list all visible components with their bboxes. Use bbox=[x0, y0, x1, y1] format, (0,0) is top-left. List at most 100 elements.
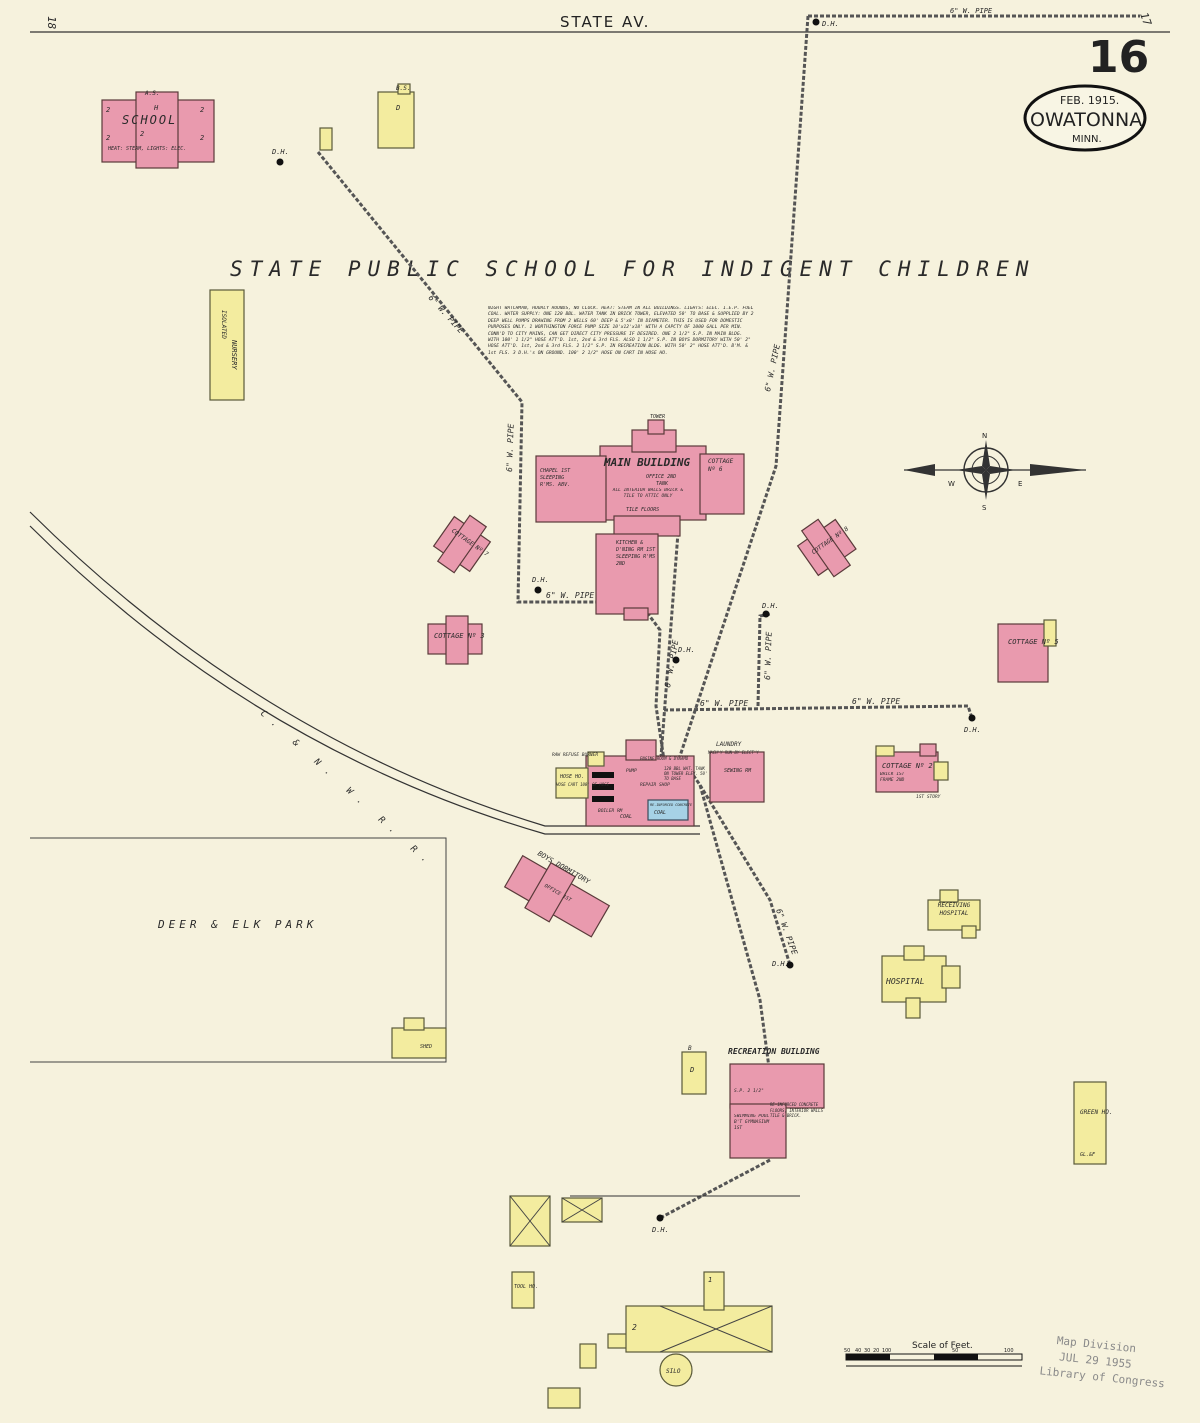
hydrant-label-6: D.H. bbox=[963, 726, 981, 734]
hydrant-6 bbox=[968, 714, 976, 722]
cartouche-state: MINN. bbox=[1072, 134, 1102, 145]
cottage-2-note: BRICK 1ST FRAME 2ND bbox=[880, 772, 905, 783]
cottage-2: COTTAGE Nº 2 BRICK 1ST FRAME 2ND 1ST STO… bbox=[875, 743, 949, 800]
scale-tick-10: 10 bbox=[882, 1348, 888, 1354]
hydrant-7 bbox=[786, 961, 794, 969]
cottage-2-label: COTTAGE Nº 2 bbox=[882, 762, 933, 770]
sheet-number: 16 bbox=[1088, 32, 1149, 83]
store-label: RE-INFORCED CONCRETE bbox=[650, 803, 693, 807]
park-shed-label: SHED bbox=[420, 1044, 432, 1050]
hydrant-label-1: D.H. bbox=[271, 148, 289, 156]
south-outbuildings: TOOL HO. bbox=[509, 1195, 631, 1409]
cartouche-date: FEB. 1915. bbox=[1060, 94, 1119, 107]
main-center-note: ALL INTERIOR WALLS BRICK & TILE TO ATTIC… bbox=[612, 488, 684, 499]
scale-tick-40: 40 bbox=[855, 1348, 861, 1354]
compass-arrow-tail bbox=[904, 464, 935, 476]
nursery-label: NURSERY bbox=[230, 339, 238, 370]
city-cartouche: FEB. 1915. OWATONNA MINN. bbox=[1023, 84, 1147, 152]
hospital: HOSPITAL bbox=[881, 945, 961, 1019]
laundry-floor-2: SEWING RM bbox=[724, 768, 752, 774]
main-building-label: MAIN BUILDING bbox=[603, 456, 690, 469]
cartouche-city: OWATONNA bbox=[1030, 109, 1142, 131]
school-note: HEAT: STEAM, LIGHTS: ELEC. bbox=[107, 146, 186, 152]
cottage-3: COTTAGE Nº 3 bbox=[427, 615, 485, 665]
hydrant-label-7: D.H. bbox=[771, 960, 789, 968]
recreation-note-box: RE-INFORCED CONCRETE FLOORS, INTERIOR WA… bbox=[770, 1102, 823, 1118]
small-shed-north bbox=[319, 127, 333, 151]
main-office-label: OFFICE 2ND bbox=[646, 474, 676, 480]
hose-house-label: HOSE HO. bbox=[559, 774, 584, 780]
compass-north: N bbox=[982, 432, 987, 440]
tool-house-label: TOOL HO. bbox=[514, 1284, 538, 1290]
fire-protection-note: NIGHT WATCHMAN, HOURLY ROUNDS, NO CLOCK.… bbox=[488, 306, 754, 356]
coal-label: COAL bbox=[620, 814, 632, 820]
nursery-prefix: ISOLATED bbox=[220, 310, 227, 339]
school-building: SCHOOL HEAT: STEAM, LIGHTS: ELEC. A.S. H… bbox=[101, 90, 215, 169]
school-mark-2: H bbox=[153, 104, 159, 112]
recreation-note: RE-INFORCED CONCRETE FLOORS, INTERIOR WA… bbox=[770, 1102, 823, 1118]
green-house: GREEN HO. GL.&F bbox=[1073, 1081, 1113, 1165]
cottage-5: COTTAGE Nº 5 bbox=[997, 619, 1059, 683]
boiler-room-label: BOILER RM bbox=[598, 808, 623, 814]
school-mark-3: 2 bbox=[106, 106, 110, 114]
tank-note-box: 120 BBL WAT. TANK ON TOWER ELEV. 50' TO … bbox=[664, 766, 708, 781]
main-tower-label: TOWER bbox=[650, 414, 665, 420]
cottage-3-label: COTTAGE Nº 3 bbox=[434, 632, 485, 640]
pipe-school-main bbox=[316, 151, 598, 604]
pump-label: PUMP bbox=[626, 768, 637, 774]
shed-x-3 bbox=[547, 1387, 581, 1409]
recreation-label: RECREATION BUILDING bbox=[728, 1047, 820, 1056]
school-mark-5: 2 bbox=[140, 130, 144, 138]
laundry-label: LAUNDRY bbox=[716, 741, 742, 748]
cottage-5-label: COTTAGE Nº 5 bbox=[1008, 638, 1059, 646]
shed-small-2 bbox=[579, 1343, 597, 1369]
small-barn-mark-2: D bbox=[689, 1066, 694, 1074]
main-tank-label: TANK bbox=[656, 481, 669, 487]
main-wing-right-box: COTTAGE Nº 6 bbox=[708, 458, 733, 473]
receiving-hospital-box: RECEIVING HOSPITAL bbox=[938, 902, 971, 917]
school-mark-4: 2 bbox=[200, 106, 204, 114]
scale-title: Scale of Feet. bbox=[912, 1341, 973, 1351]
pipe-recreation-hydrant bbox=[659, 1158, 771, 1220]
compass-rose: N S E W bbox=[904, 432, 1086, 512]
pipe-label-2: 6" W. PIPE bbox=[505, 423, 516, 472]
scale-tick-20: 20 bbox=[873, 1348, 879, 1354]
green-house-mark: GL.&F bbox=[1080, 1152, 1096, 1158]
hydrant-label-4: D.H. bbox=[677, 646, 695, 654]
hose-house-note: HOSE CART 100' OF HOSE bbox=[555, 782, 610, 787]
laundry-note: MACH'Y RUN BY ELECT'Y bbox=[707, 750, 759, 755]
street-label: STATE AV. bbox=[560, 13, 650, 31]
park-shed: SHED bbox=[391, 1017, 447, 1059]
recreation-pool-box: SWIMMING POOL B'T GYMNASIUM 1ST bbox=[734, 1114, 769, 1131]
hydrant-4 bbox=[672, 656, 680, 664]
scale-tick-50b: 50 bbox=[952, 1348, 958, 1354]
compass-east: E bbox=[1018, 480, 1022, 488]
compass-arrow-head bbox=[1030, 464, 1086, 476]
corner-mark-right: 17 bbox=[1137, 11, 1154, 28]
pipe-label-9: 6" W. PIPE bbox=[852, 697, 900, 706]
pipe-label-5: 6" W. PIPE bbox=[950, 7, 993, 15]
large-barn-mark-1: 1 bbox=[708, 1276, 712, 1284]
tank-note: 120 BBL WAT. TANK ON TOWER ELEV. 50' TO … bbox=[664, 766, 708, 781]
small-barn: B D bbox=[681, 1045, 707, 1095]
school-label: SCHOOL bbox=[122, 113, 177, 127]
green-house-label: GREEN HO. bbox=[1080, 1109, 1113, 1116]
scale-tick-100: 100 bbox=[1004, 1348, 1014, 1354]
large-barn: 1 2 SILO bbox=[625, 1271, 773, 1387]
pipe-south-branch bbox=[698, 784, 792, 966]
pipe-label-7: 6" W. PIPE bbox=[763, 631, 774, 680]
repair-shop-label: REPAIR SHOP bbox=[640, 782, 670, 788]
large-barn-mark-2: 2 bbox=[632, 1323, 637, 1332]
cottage-2-note-box: BRICK 1ST FRAME 2ND bbox=[880, 772, 905, 783]
tool-house bbox=[511, 1271, 535, 1309]
park-label: DEER & ELK PARK bbox=[157, 918, 317, 931]
hospital-label: HOSPITAL bbox=[885, 977, 925, 986]
recreation-upper: S.P. 2 1/2" bbox=[734, 1088, 764, 1094]
institution-title: STATE PUBLIC SCHOOL FOR INDIGENT CHILDRE… bbox=[230, 257, 1035, 281]
scale-tick-30: 30 bbox=[864, 1348, 870, 1354]
main-floors-note: TILE FLOORS bbox=[626, 507, 659, 513]
cottage-2-side: 1ST STORY bbox=[916, 794, 941, 800]
hydrant-label-2: D.H. bbox=[821, 20, 839, 28]
laundry: LAUNDRY MACH'Y RUN BY ELECT'Y SEWING RM bbox=[707, 741, 765, 803]
